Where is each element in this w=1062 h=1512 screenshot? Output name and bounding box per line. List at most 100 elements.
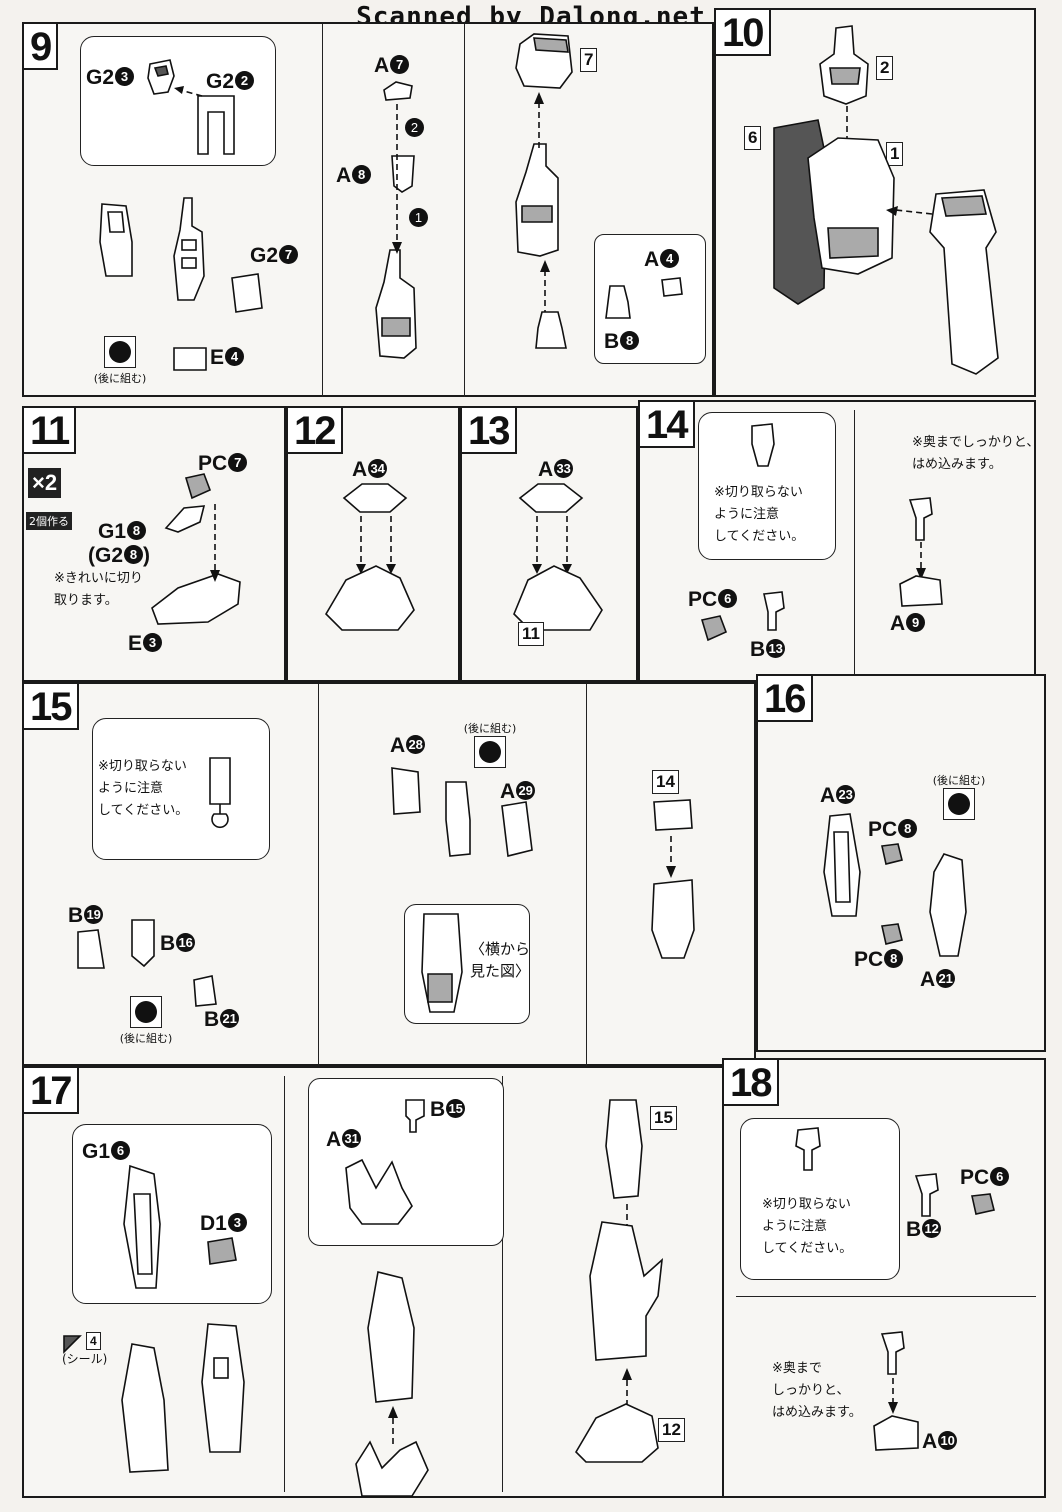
assembly-arrow [532, 516, 572, 574]
ref-step-15: 15 [650, 1106, 677, 1130]
side-cover-shape [501, 801, 533, 857]
sticker-icon [63, 1335, 82, 1354]
detail-bubble [80, 36, 276, 166]
head-part-shape [819, 25, 869, 105]
assembly-arrow [540, 260, 550, 316]
cover-part-shape [231, 273, 263, 313]
order-step-2: 2 [405, 118, 424, 137]
assembly-result-shape [375, 249, 417, 359]
armor-top-shape [518, 483, 584, 513]
leg-armor-shape [123, 1164, 161, 1289]
step-number: 12 [288, 408, 343, 454]
assembly-arrow [534, 92, 544, 148]
divider [502, 1076, 503, 1492]
side-cover-shape [391, 767, 421, 815]
assemble-later-marker: (後に組む) [924, 772, 994, 822]
pc-cap-shape [971, 1193, 995, 1215]
ball-joint-shape [908, 497, 933, 541]
small-cap-shape [383, 81, 413, 101]
cover-part-shape [193, 975, 217, 1007]
step-number: 14 [640, 402, 695, 448]
frame-part-shape [173, 197, 205, 301]
make-two-note: 2個作る [26, 512, 72, 530]
runner-gate-shape [209, 757, 231, 829]
pc-cap-shape [700, 615, 728, 642]
assembly-arrow [388, 1406, 398, 1444]
foot-part-shape [574, 1403, 659, 1463]
assembly-arrow [886, 206, 933, 216]
insert-note: ※奥までしっかりと、はめ込みます。 [772, 1361, 862, 1420]
assemble-later-marker: (後に組む) [460, 720, 520, 770]
lower-leg-shape [367, 1271, 415, 1403]
socket-part-shape [899, 575, 943, 607]
torso-assembly-shape [773, 119, 895, 305]
sticker-ref: 4 [86, 1332, 101, 1350]
side-view-caption: 〈横から見た図〉 [470, 940, 531, 980]
knee-armor-shape [345, 1158, 413, 1225]
foot-part-shape [324, 565, 415, 631]
divider [854, 410, 855, 676]
step-number: 13 [462, 408, 517, 454]
insert-note: ※奥までしっかりと、はめ込みます。 [912, 435, 1040, 472]
quantity-badge: ×2 [28, 468, 62, 498]
assembly-arrow [392, 104, 402, 254]
order-step-1: 1 [409, 208, 428, 227]
step-number: 15 [24, 684, 79, 730]
step-number: 11 [24, 408, 77, 454]
thigh-part-shape [605, 1099, 643, 1199]
cut-note: ※きれいに切り取ります。 [54, 571, 143, 608]
assemble-later-marker: (後に組む) [116, 996, 176, 1046]
small-joint-shape [605, 285, 631, 319]
runner-gate-shape [751, 423, 775, 467]
ref-step-12: 12 [658, 1418, 685, 1442]
ref-step-6: 6 [744, 126, 762, 150]
fin-part-shape [164, 505, 206, 533]
assembly-arrow [888, 1378, 898, 1414]
caution-bubble [92, 718, 270, 860]
assembly-arrow [916, 542, 926, 580]
assembly-arrow [622, 1368, 632, 1406]
runner-gate-shape [795, 1127, 821, 1171]
arm-frame-shape [445, 781, 471, 857]
divider [284, 1076, 285, 1492]
small-part-shape [147, 59, 175, 95]
assembly-arrow [356, 516, 396, 574]
forearm-half-shape [929, 853, 967, 957]
arm-assembly-shape [929, 189, 999, 375]
armor-top-shape [342, 483, 408, 513]
head-block-shape [515, 33, 573, 89]
step-10-panel: 10 2 6 1 [714, 8, 1036, 397]
step-number: 18 [724, 1060, 779, 1106]
side-view-part-shape [421, 913, 463, 1013]
foot-base-shape [151, 573, 241, 625]
joint-part-shape [405, 1099, 425, 1133]
caution-note: ※切り取らないように注意してください。 [98, 759, 189, 818]
